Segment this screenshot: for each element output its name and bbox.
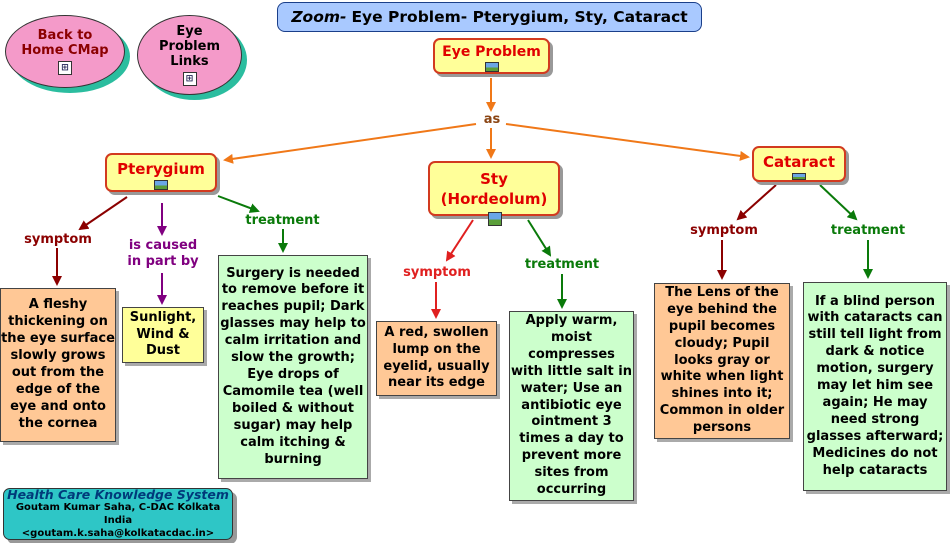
concept-sty[interactable]: Sty (Hordeolum) — [428, 161, 560, 226]
cataract-symptom-box: The Lens of the eye behind the pupil bec… — [654, 283, 790, 439]
footer-email: <goutam.k.saha@kolkatacdac.in> — [21, 528, 215, 539]
title-text: Eye Problem- Pterygium, Sty, Cataract — [351, 8, 688, 26]
concept-label: Pterygium — [117, 160, 205, 178]
box-text: The Lens of the eye behind the pupil bec… — [659, 284, 785, 436]
link-label-treatment: treatment — [240, 213, 325, 229]
concept-eye-problem[interactable]: Eye Problem — [433, 38, 550, 74]
link-label-treatment: treatment — [518, 257, 606, 273]
concept-label: Eye Problem — [442, 44, 541, 60]
concept-cataract[interactable]: Cataract — [752, 146, 846, 182]
box-text: If a blind person with cataracts can sti… — [806, 293, 944, 478]
back-home-cmap-link[interactable]: Back to Home CMap ⊞ — [5, 15, 125, 88]
eye-problem-links[interactable]: Eye Problem Links ⊞ — [137, 15, 242, 95]
concept-label: Cataract — [762, 153, 835, 171]
box-text: Apply warm, moist compresses with little… — [510, 313, 633, 498]
pterygium-cause-box: Sunlight, Wind & Dust — [122, 307, 204, 363]
cataract-treatment-box: If a blind person with cataracts can sti… — [803, 282, 947, 491]
pterygium-symptom-box: A fleshy thickening on the eye surface s… — [0, 288, 116, 442]
image-resource-icon[interactable] — [154, 180, 168, 190]
link-label-as: as — [480, 112, 504, 128]
concept-pterygium[interactable]: Pterygium — [105, 153, 217, 192]
link-label-treatment: treatment — [824, 223, 912, 239]
box-text: Sunlight, Wind & Dust — [129, 309, 197, 359]
footer-credit: Health Care Knowledge System Goutam Kuma… — [3, 488, 233, 540]
eye-links-label: Eye Problem Links — [159, 24, 220, 69]
footer-author: Goutam Kumar Saha, C-DAC Kolkata India — [15, 502, 221, 526]
cmap-link-icon: ⊞ — [58, 61, 72, 75]
back-home-label: Back to Home CMap — [21, 28, 109, 58]
link-label-symptom: symptom — [397, 265, 477, 281]
page-title: Zoom- Eye Problem- Pterygium, Sty, Catar… — [277, 2, 702, 32]
image-resource-icon[interactable] — [488, 212, 502, 226]
box-text: A red, swollen lump on the eyelid, usual… — [383, 324, 490, 391]
cmap-link-icon: ⊞ — [182, 72, 197, 86]
box-text: A fleshy thickening on the eye surface s… — [1, 297, 115, 431]
image-resource-icon[interactable] — [792, 173, 806, 180]
sty-treatment-box: Apply warm, moist compresses with little… — [509, 311, 634, 501]
pterygium-treatment-box: Surgery is needed to remove before it re… — [218, 255, 368, 479]
concept-label: Sty (Hordeolum) — [440, 169, 548, 208]
title-prefix: Zoom- — [291, 8, 347, 26]
link-label-symptom: symptom — [18, 232, 98, 248]
footer-title: Health Care Knowledge System — [7, 487, 229, 502]
image-resource-icon[interactable] — [484, 62, 499, 72]
link-label-symptom: symptom — [684, 223, 764, 239]
box-text: Surgery is needed to remove before it re… — [220, 265, 366, 467]
sty-symptom-box: A red, swollen lump on the eyelid, usual… — [376, 321, 497, 396]
link-label-caused-by: is caused in part by — [122, 238, 204, 270]
